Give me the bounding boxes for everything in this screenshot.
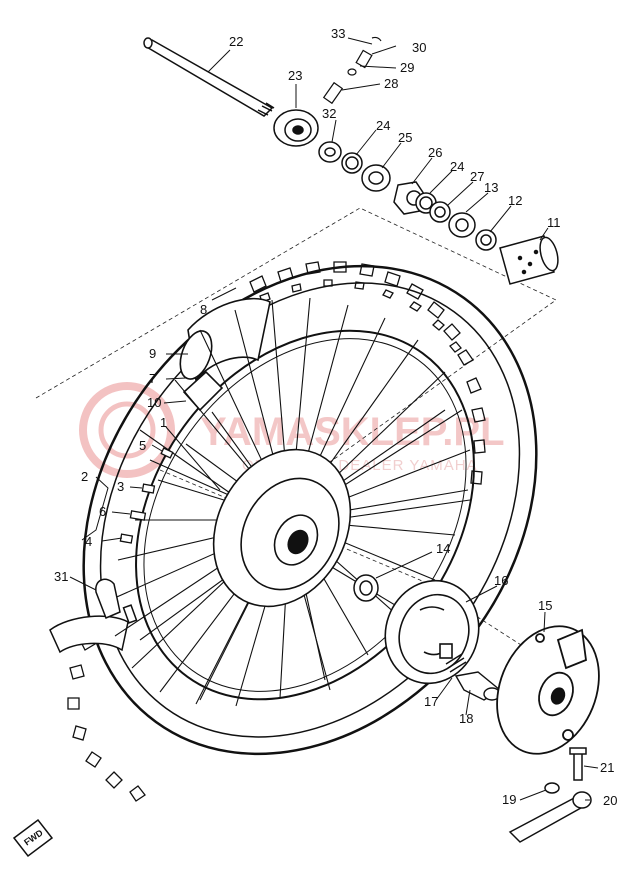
part-number-11: 11 — [547, 215, 561, 230]
part-number-24a: 24 — [376, 118, 390, 133]
tire-valve — [95, 578, 138, 624]
speedometer-gear-unit — [273, 109, 319, 147]
part-number-5: 5 — [139, 438, 146, 453]
part-number-28: 28 — [384, 76, 398, 91]
part-number-2: 2 — [81, 469, 88, 484]
part-number-24b: 24 — [450, 159, 464, 174]
part-number-16: 16 — [494, 573, 508, 588]
part-number-3: 3 — [117, 479, 124, 494]
part-number-33: 33 — [331, 26, 345, 41]
part-number-14: 14 — [436, 541, 450, 556]
part-number-21: 21 — [600, 760, 614, 775]
forward-direction-badge: FWD — [12, 818, 54, 858]
part-number-19: 19 — [502, 792, 516, 807]
part-number-18: 18 — [459, 711, 473, 726]
part-number-26: 26 — [428, 145, 442, 160]
wheel-hub — [212, 448, 352, 608]
arrow-icon — [12, 818, 54, 858]
axle-collar — [499, 235, 559, 285]
part-number-27: 27 — [470, 169, 484, 184]
part-number-32: 32 — [322, 106, 336, 121]
part-number-9: 9 — [149, 346, 156, 361]
tire-cutaway-edge — [49, 615, 129, 654]
part-numbers: 22 33 30 29 28 23 32 24 25 26 24 27 13 1… — [54, 26, 617, 808]
leader-lines — [69, 37, 599, 801]
part-number-17: 17 — [424, 694, 438, 709]
part-number-23: 23 — [288, 68, 302, 83]
part-number-25: 25 — [398, 130, 412, 145]
part-number-1: 1 — [160, 415, 167, 430]
part-number-8: 8 — [200, 302, 207, 317]
part-number-4: 4 — [85, 534, 92, 549]
hub-bearing — [353, 574, 379, 602]
brand-logo-icon — [79, 382, 175, 478]
hub-spacers-and-bearings — [318, 141, 497, 251]
part-number-30: 30 — [412, 40, 426, 55]
front-axle — [143, 37, 275, 117]
part-number-29: 29 — [400, 60, 414, 75]
tube-and-rim-band — [179, 297, 271, 412]
speedometer-drive-parts — [322, 36, 382, 105]
part-number-22: 22 — [229, 34, 243, 49]
brake-arm-assembly — [508, 747, 592, 843]
part-number-31: 31 — [54, 569, 68, 584]
part-number-13: 13 — [484, 180, 498, 195]
part-number-10: 10 — [147, 395, 161, 410]
part-number-12: 12 — [508, 193, 522, 208]
part-number-6: 6 — [99, 504, 106, 519]
spoke-nipples — [119, 447, 174, 544]
brake-shoe-plate — [496, 625, 600, 755]
part-number-15: 15 — [538, 598, 552, 613]
part-number-7: 7 — [149, 371, 156, 386]
part-number-20: 20 — [603, 793, 617, 808]
brake-spring-and-camshaft — [445, 653, 502, 701]
